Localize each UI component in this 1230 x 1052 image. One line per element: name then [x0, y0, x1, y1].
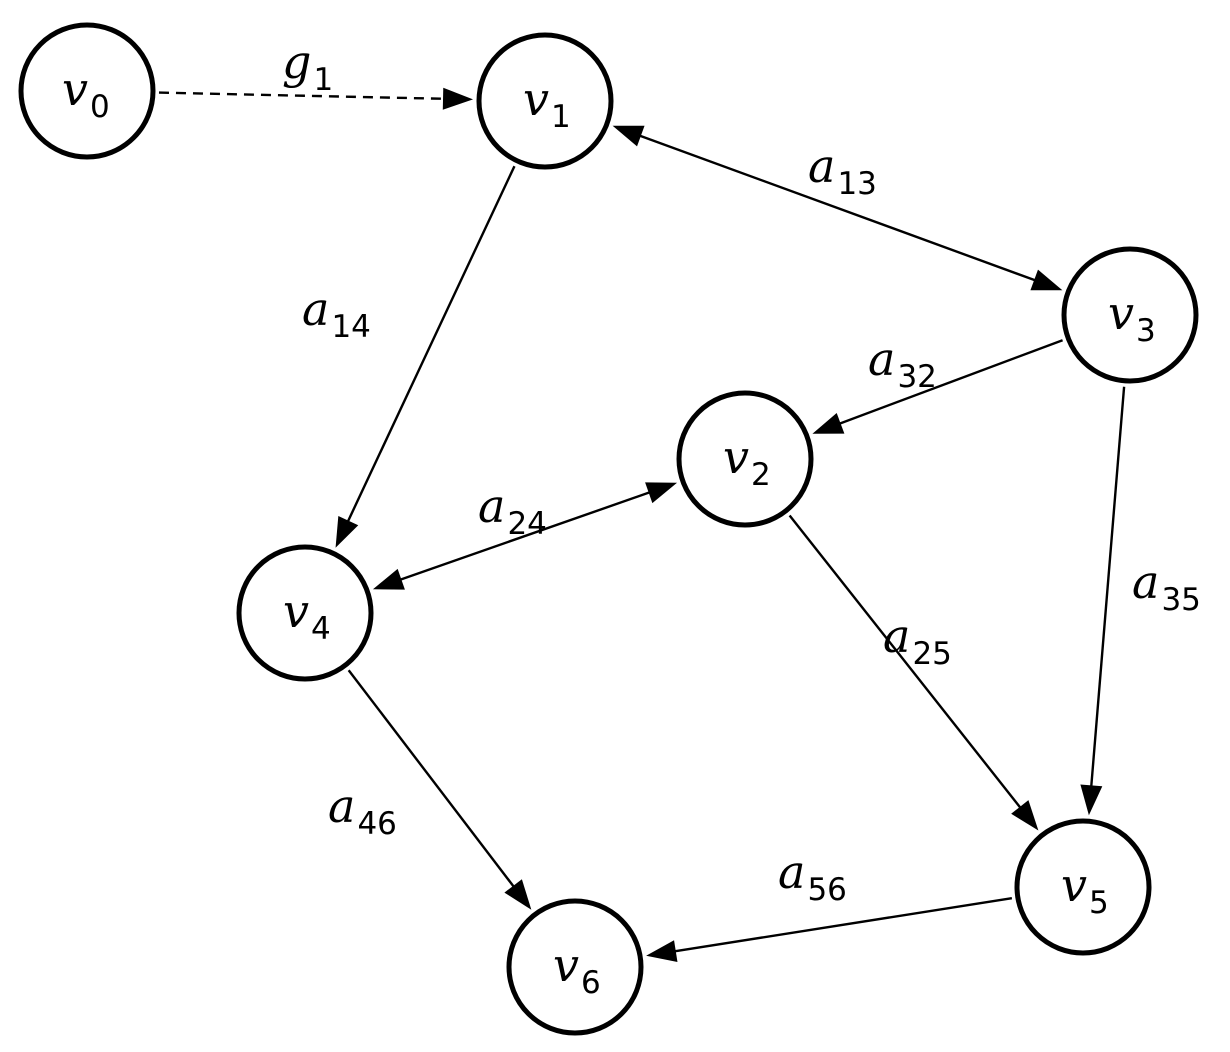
arrowhead-a14-end — [335, 515, 359, 548]
node-label-v2: v2 — [723, 430, 771, 493]
node-v1: v1 — [476, 32, 614, 170]
arrowhead-a56-end — [646, 940, 678, 962]
edge-label-g1: g1 — [282, 35, 333, 98]
edge-label-a14: a14 — [302, 282, 371, 345]
node-circle-v0 — [18, 22, 156, 160]
arrowhead-a35-end — [1080, 784, 1103, 816]
edge-a46 — [347, 669, 516, 889]
arrowhead-a13-end — [1030, 269, 1063, 291]
node-v2: v2 — [676, 390, 814, 528]
node-circle-v1 — [476, 32, 614, 170]
node-label-v6: v6 — [553, 938, 601, 1001]
edge-label-a24: a24 — [478, 479, 547, 542]
node-v6: v6 — [506, 898, 644, 1036]
edge-label-a56: a56 — [778, 845, 847, 908]
arrowhead-a24-start — [372, 568, 405, 590]
node-circle-v3 — [1061, 246, 1199, 384]
arrowhead-g1-end — [442, 87, 474, 110]
node-label-v0: v0 — [62, 62, 110, 125]
arrowhead-a32-end — [812, 412, 845, 434]
node-label-v5: v5 — [1061, 858, 1109, 921]
edge-label-a46: a46 — [328, 779, 397, 842]
edge-a24 — [398, 490, 652, 582]
edge-a35 — [1089, 386, 1126, 788]
arrowhead-a46-end — [504, 879, 532, 910]
edge-a56 — [673, 897, 1013, 953]
node-circle-v4 — [236, 544, 374, 682]
edge-a13 — [638, 134, 1037, 282]
arrowhead-a13-start — [612, 125, 645, 147]
edge-label-a13: a13 — [808, 139, 877, 202]
edge-g1 — [158, 91, 446, 101]
node-circle-v6 — [506, 898, 644, 1036]
edge-label-a32: a32 — [868, 332, 937, 395]
node-circle-v5 — [1014, 818, 1152, 956]
node-v4: v4 — [236, 544, 374, 682]
edge-a14 — [346, 165, 516, 523]
node-v5: v5 — [1014, 818, 1152, 956]
edge-label-a35: a35 — [1132, 555, 1201, 618]
edge-label-a25: a25 — [883, 609, 952, 672]
edge-a25 — [788, 514, 1022, 810]
arrowhead-a24-end — [645, 482, 678, 504]
node-label-v1: v1 — [523, 72, 571, 135]
node-v3: v3 — [1061, 246, 1199, 384]
node-v0: v0 — [18, 22, 156, 160]
node-circle-v2 — [676, 390, 814, 528]
node-label-v4: v4 — [283, 584, 331, 647]
edge-a32 — [838, 339, 1063, 426]
node-label-v3: v3 — [1108, 286, 1156, 349]
arrowhead-a25-end — [1011, 800, 1039, 831]
